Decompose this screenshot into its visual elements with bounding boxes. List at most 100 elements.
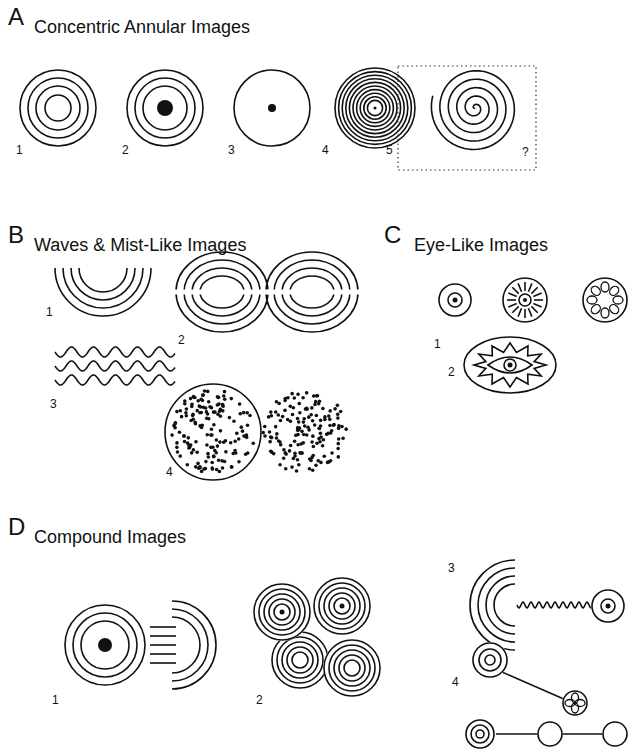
- mist-dot: [300, 451, 304, 455]
- mist-dot: [237, 437, 241, 441]
- mist-dot: [289, 444, 293, 448]
- ring: [364, 97, 386, 119]
- ring: [143, 86, 187, 130]
- mist-dot: [326, 432, 330, 436]
- section-letter: A: [8, 4, 24, 30]
- mist-dot: [189, 397, 193, 401]
- petal: [587, 296, 597, 304]
- mist-dot: [344, 427, 348, 431]
- callout-number: 1: [434, 338, 441, 351]
- mist-dot: [326, 461, 330, 465]
- ring: [346, 79, 404, 137]
- ring: [165, 384, 261, 480]
- ring: [329, 645, 375, 691]
- ring-backing: [323, 639, 381, 697]
- mist-dot: [296, 443, 300, 447]
- ring: [485, 655, 495, 665]
- ring: [324, 588, 360, 624]
- ring: [20, 70, 96, 146]
- mist-dot: [268, 440, 272, 444]
- mist-dot: [313, 423, 317, 427]
- mist-dot: [192, 448, 196, 452]
- mist-dot: [284, 467, 288, 471]
- mist-dot: [337, 427, 341, 431]
- ring: [538, 722, 562, 746]
- mist-dot: [216, 403, 220, 407]
- mist-dot: [212, 454, 216, 458]
- mist-dot: [213, 449, 217, 453]
- callout-number: 4: [322, 144, 329, 157]
- callout-number: 2: [122, 144, 129, 157]
- ring: [353, 86, 397, 130]
- mist-dot: [208, 405, 212, 409]
- mist-dot: [199, 405, 203, 409]
- mist-dot: [196, 462, 200, 466]
- wave-line: [55, 361, 175, 371]
- mist-dot: [308, 467, 312, 471]
- mist-dot: [289, 405, 293, 409]
- mist-dot: [238, 402, 242, 406]
- mist-dot: [198, 466, 202, 470]
- petal: [613, 296, 623, 304]
- mist-dot: [190, 405, 194, 409]
- ring: [319, 583, 365, 629]
- ring: [73, 613, 137, 677]
- mist-dot: [183, 440, 187, 444]
- mist-dot: [186, 436, 190, 440]
- mist-dot: [246, 424, 250, 428]
- ring: [269, 599, 295, 625]
- mist-dot: [305, 433, 309, 437]
- ring: [28, 78, 88, 138]
- petal: [575, 700, 585, 707]
- mist-dot: [302, 420, 306, 424]
- arc-line: [55, 268, 151, 316]
- mist-dot: [217, 396, 221, 400]
- mist-dot: [170, 433, 174, 437]
- mist-dot: [218, 409, 222, 413]
- mist-dot: [336, 447, 340, 451]
- mist-dot: [277, 402, 281, 406]
- petal: [608, 303, 621, 316]
- callout-number: 4: [452, 676, 459, 689]
- mist-dot: [175, 446, 179, 450]
- mist-dot: [205, 443, 209, 447]
- mist-dot: [328, 424, 332, 428]
- ring: [339, 655, 365, 681]
- mist-dot: [212, 455, 216, 459]
- wave-line: [55, 347, 175, 357]
- mist-dot: [178, 430, 182, 434]
- mist-dot: [210, 461, 214, 465]
- ring: [583, 278, 627, 322]
- mist-dot: [298, 411, 302, 415]
- ring: [519, 294, 531, 306]
- mist-dot: [336, 442, 340, 446]
- mist-dot: [318, 427, 322, 431]
- callout-number: 1: [16, 144, 23, 157]
- mist-dot: [185, 407, 189, 411]
- mist-dot: [305, 407, 309, 411]
- gap-band: [172, 290, 272, 295]
- mist-dot: [207, 400, 211, 404]
- mist-dot: [184, 411, 188, 415]
- mist-dot: [282, 448, 286, 452]
- mist-dot: [297, 463, 301, 467]
- ray-line: [524, 282, 526, 291]
- ring: [473, 643, 507, 677]
- petal: [589, 284, 602, 297]
- wave-line: [55, 375, 175, 385]
- mist-dot: [172, 424, 176, 428]
- section-title: Compound Images: [34, 528, 186, 548]
- section-letter: D: [8, 514, 25, 540]
- ring: [448, 293, 462, 307]
- arc-line: [172, 617, 200, 673]
- arc-line: [494, 584, 515, 626]
- mist-dot: [288, 449, 292, 453]
- mist-dot: [182, 434, 186, 438]
- mist-dot: [186, 441, 190, 445]
- mist-dot: [339, 410, 343, 414]
- mist-dot: [251, 442, 255, 446]
- mist-dot: [314, 463, 318, 467]
- bar-line: [150, 626, 176, 628]
- ring: [334, 650, 370, 686]
